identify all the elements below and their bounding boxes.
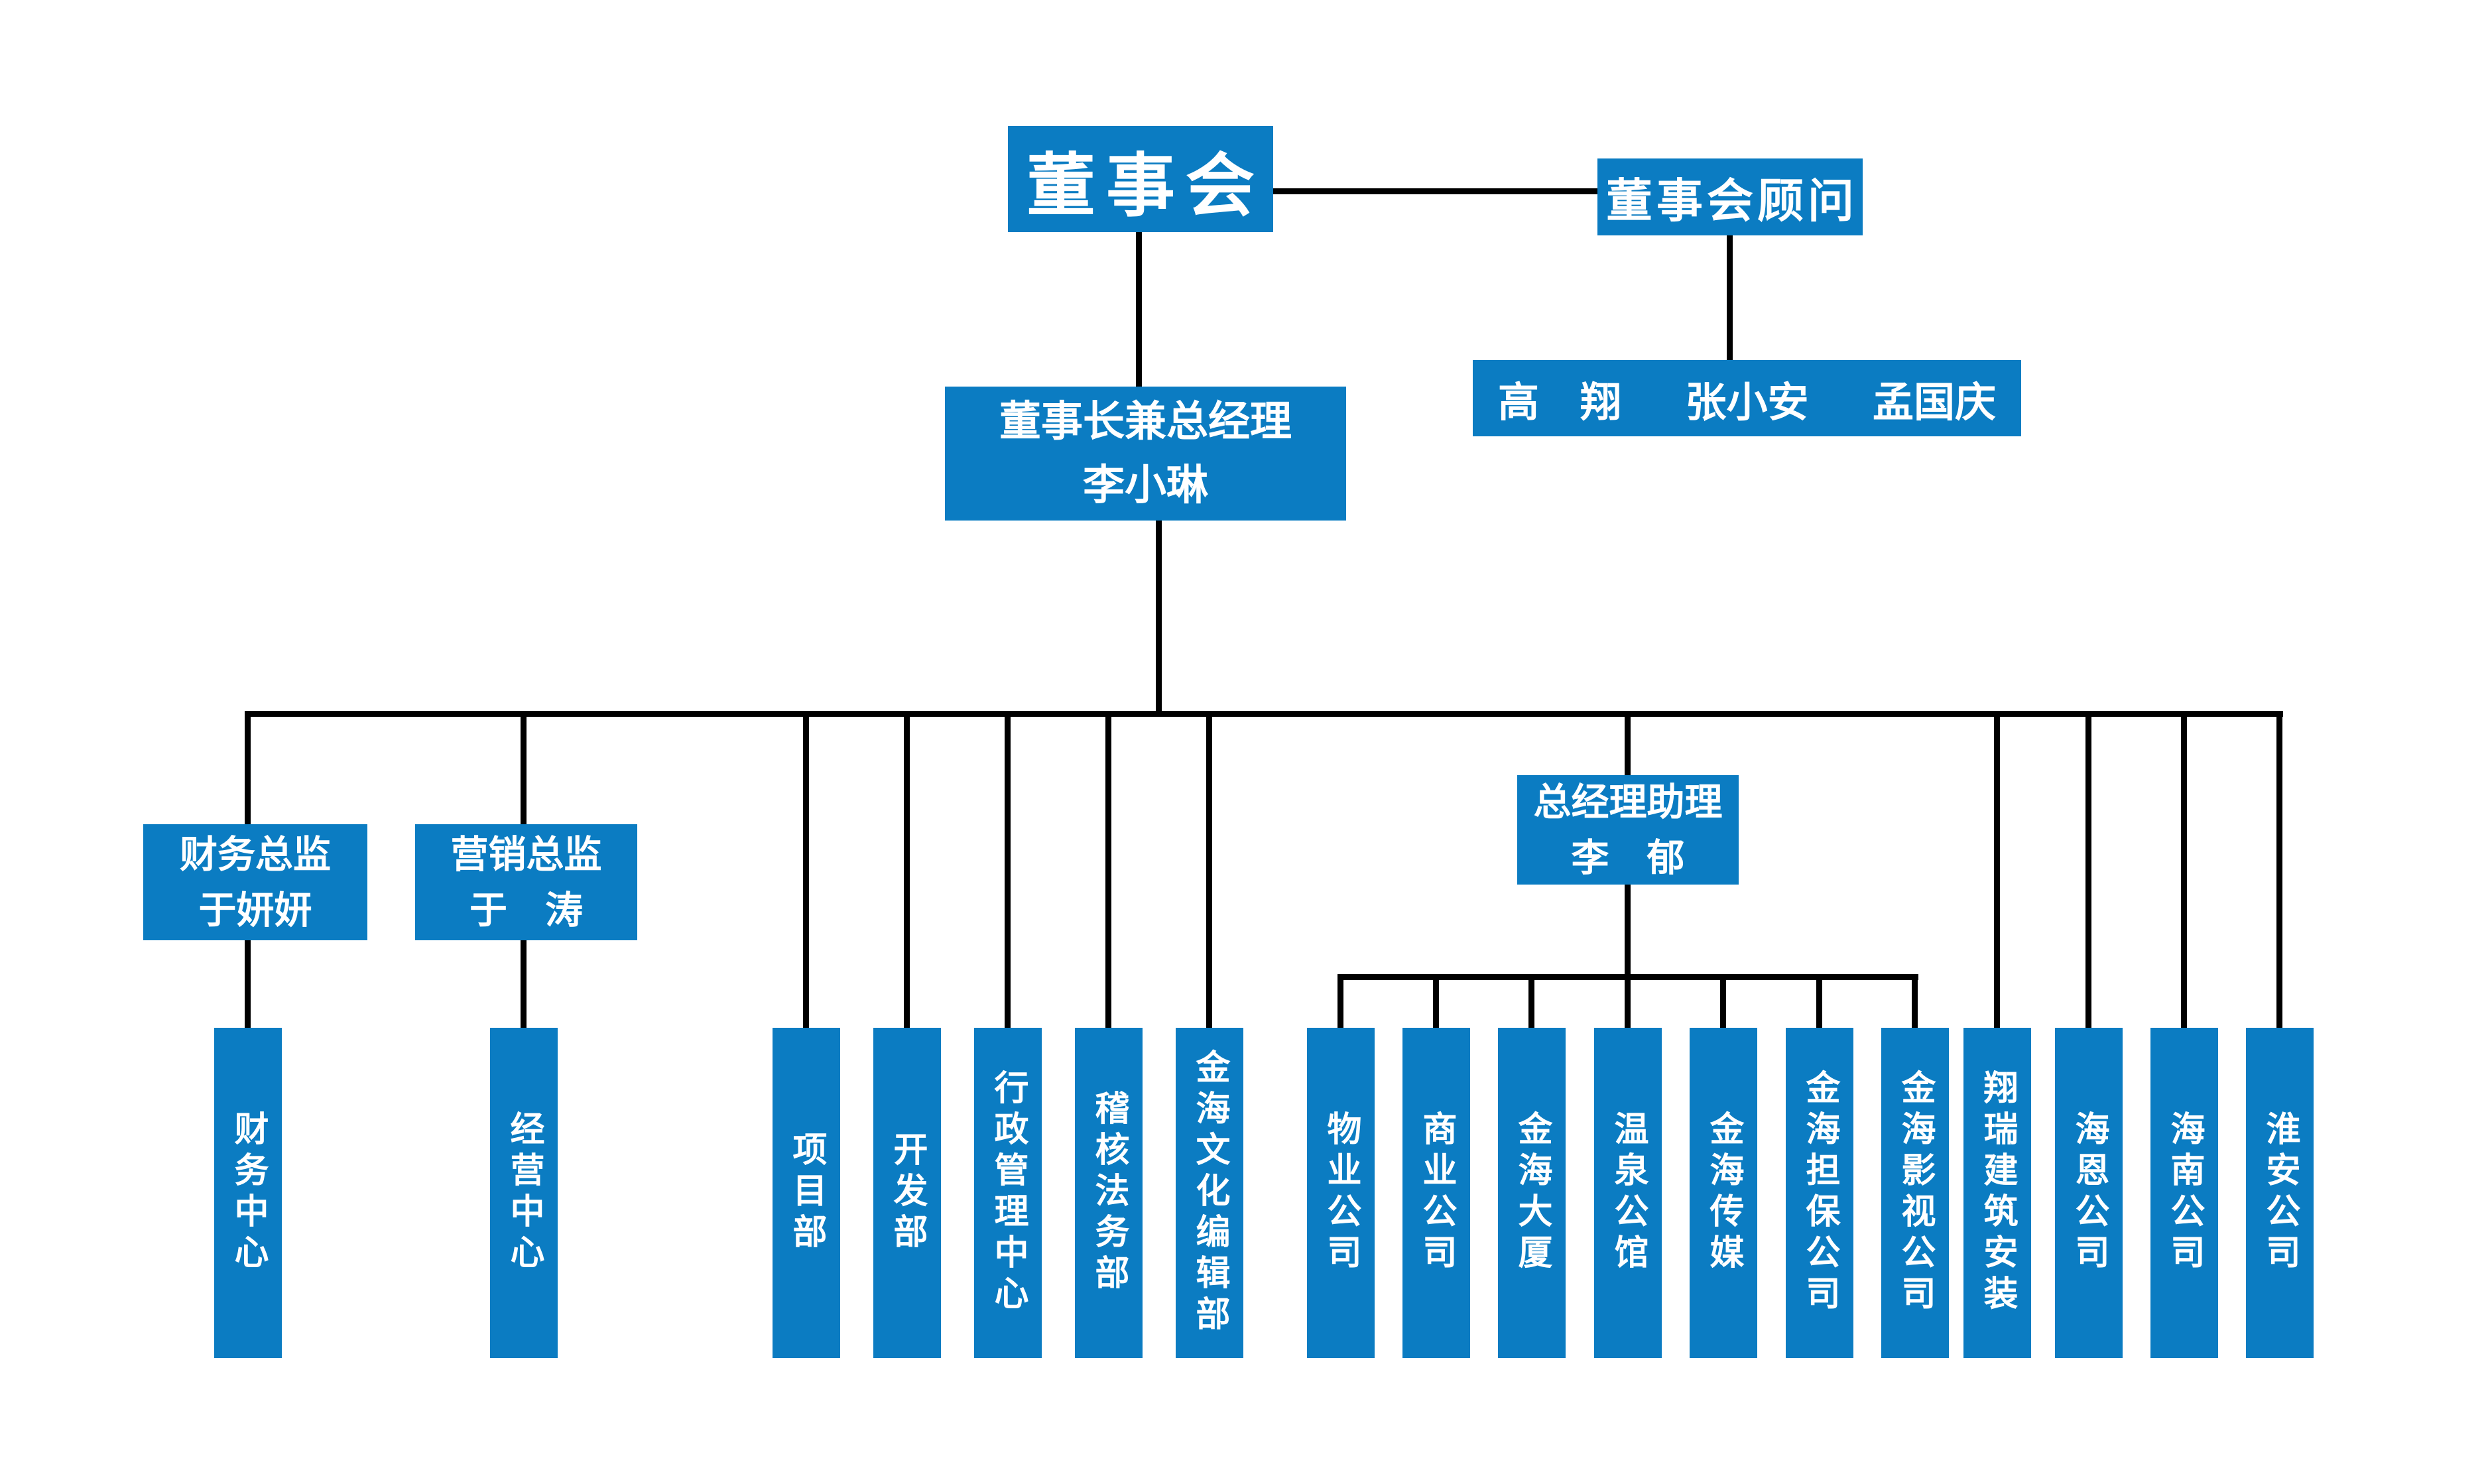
finance-director-box: 财务总监 于妍妍 (143, 824, 367, 940)
advisor-members-box: 高 翔 张小安 孟国庆 (1473, 360, 2021, 436)
advisor-box: 董事会顾问 (1597, 158, 1863, 235)
drop-direct-3 (2276, 711, 2282, 1028)
drop-company-3 (1625, 974, 1631, 1028)
marketing-director-box: 营销总监 于 涛 (415, 824, 637, 940)
company-box-media: 金海传媒 (1690, 1028, 1757, 1358)
gm-assistant-box: 总经理助理 李 郁 (1517, 775, 1739, 885)
gm-assistant-title: 总经理助理 (1533, 780, 1723, 824)
company-box-hotspring: 温泉公馆 (1594, 1028, 1662, 1358)
company-box-xiangrui-construction: 翔瑞建筑安装 (1963, 1028, 2031, 1358)
drop-company-1 (1433, 974, 1439, 1028)
board-label: 董事会 (1026, 145, 1265, 226)
drop-gm-assistant (1625, 711, 1631, 775)
drop-operation-center (521, 940, 527, 1028)
marketing-director-name: 于 涛 (469, 888, 583, 932)
finance-center-box: 财务中心 (214, 1028, 282, 1358)
drop-company-0 (1337, 974, 1343, 1028)
connector-assistant-subrail (1625, 885, 1631, 980)
department-box-audit-legal: 稽核法务部 (1075, 1028, 1143, 1358)
connector-advisor-members (1727, 235, 1733, 360)
company-box-jinhai-tower: 金海大厦 (1498, 1028, 1566, 1358)
main-rail (245, 711, 2283, 717)
company-box-property: 物业公司 (1307, 1028, 1375, 1358)
advisor-member-name: 张小安 (1685, 377, 1809, 426)
company-box-film: 金海影视公司 (1881, 1028, 1949, 1358)
company-box-guarantee: 金海担保公司 (1786, 1028, 1853, 1358)
drop-finance-center (245, 940, 251, 1028)
drop-marketing-director (521, 711, 527, 824)
department-box-culture-editorial: 金海文化编辑部 (1176, 1028, 1243, 1358)
chairman-box: 董事长兼总经理 李小琳 (945, 387, 1346, 521)
drop-direct-1 (2085, 711, 2091, 1028)
drop-company-4 (1720, 974, 1726, 1028)
connector-board-chairman (1136, 232, 1142, 387)
drop-company-5 (1816, 974, 1822, 1028)
company-box-haien: 海恩公司 (2055, 1028, 2123, 1358)
advisor-member-name: 高 翔 (1498, 377, 1622, 426)
marketing-director-title: 营销总监 (450, 832, 602, 877)
operation-center-box: 经营中心 (490, 1028, 558, 1358)
advisor-member-name: 孟国庆 (1872, 377, 1996, 426)
company-box-huaian: 淮安公司 (2246, 1028, 2314, 1358)
department-box-project: 项目部 (773, 1028, 840, 1358)
drop-dept-4 (1206, 711, 1212, 1028)
drop-dept-1 (904, 711, 910, 1028)
drop-finance-director (245, 711, 251, 824)
connector-chairman-mainrail (1156, 521, 1162, 717)
company-box-hainan: 海南公司 (2150, 1028, 2218, 1358)
connector-board-advisor (1273, 188, 1597, 194)
chairman-title: 董事长兼总经理 (999, 397, 1292, 446)
drop-direct-2 (2181, 711, 2187, 1028)
board-box: 董事会 (1008, 126, 1273, 232)
drop-dept-0 (803, 711, 809, 1028)
finance-director-name: 于妍妍 (198, 888, 312, 932)
drop-direct-0 (1994, 711, 2000, 1028)
advisor-label: 董事会顾问 (1606, 173, 1858, 228)
drop-dept-2 (1005, 711, 1011, 1028)
gm-assistant-name: 李 郁 (1571, 835, 1685, 880)
chairman-name: 李小琳 (1083, 461, 1208, 509)
drop-company-6 (1912, 974, 1918, 1028)
drop-company-2 (1528, 974, 1534, 1028)
department-box-development: 开发部 (873, 1028, 941, 1358)
drop-dept-3 (1105, 711, 1111, 1028)
department-box-admin: 行政管理中心 (974, 1028, 1042, 1358)
finance-director-title: 财务总监 (180, 832, 331, 877)
company-box-commerce: 商业公司 (1402, 1028, 1470, 1358)
